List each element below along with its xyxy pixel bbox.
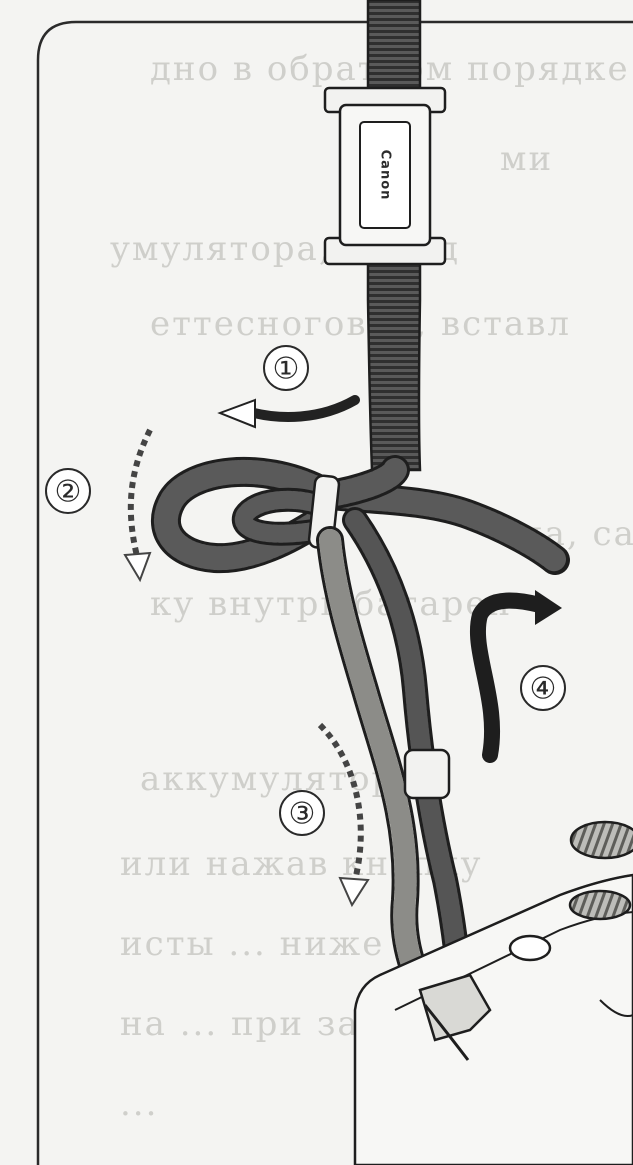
step-number: ① — [273, 352, 300, 387]
bg-text-line: исты ... ниже — [120, 924, 384, 964]
arrow-step-2 — [125, 430, 150, 580]
brand-label: Canon — [378, 150, 393, 201]
arrow-step-1 — [220, 400, 355, 427]
step-label-1: ① — [264, 346, 308, 390]
step-number: ② — [55, 475, 82, 510]
bg-text-line: еттесноговик, вставл — [150, 304, 571, 344]
bg-text-line: ... — [120, 1084, 158, 1124]
step-label-2: ② — [46, 469, 90, 513]
strap-keeper: Canon — [325, 88, 445, 264]
lower-strap-keeper — [405, 750, 449, 798]
step-number: ④ — [530, 672, 557, 707]
step-label-3: ③ — [280, 791, 324, 835]
brand-logo: Canon — [378, 150, 393, 201]
bg-text-line: ми — [500, 139, 553, 179]
step-label-4: ④ — [521, 666, 565, 710]
step-number: ③ — [289, 797, 316, 832]
